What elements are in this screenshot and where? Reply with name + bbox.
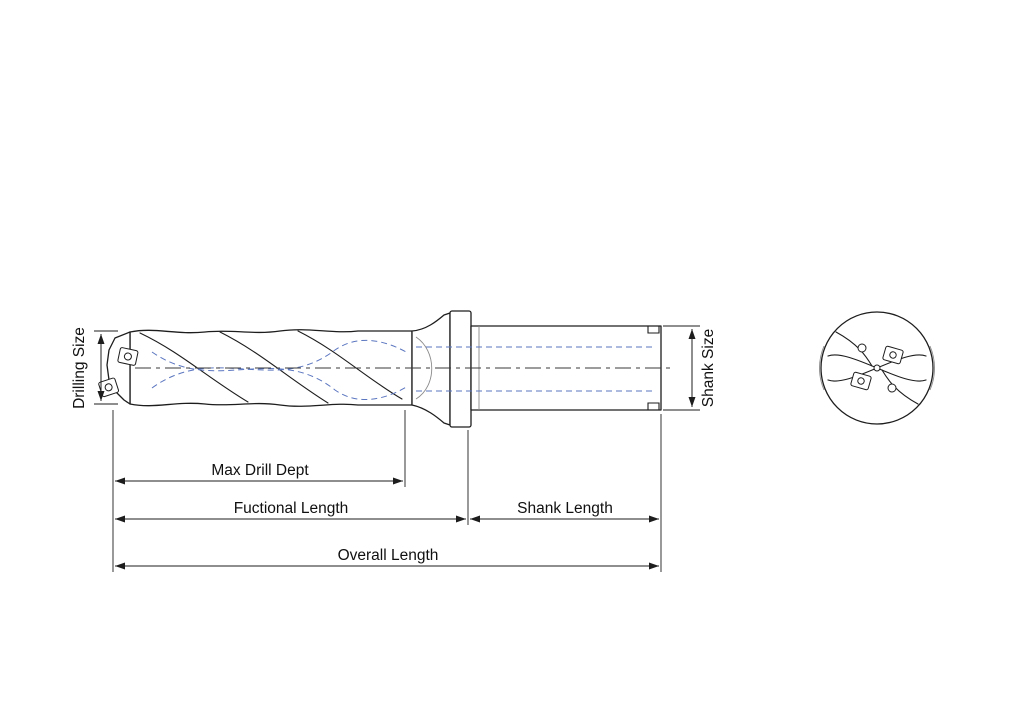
dimension-drilling-size: Drilling Size [71,327,118,409]
overall-length-label: Overall Length [338,547,439,564]
end-view-insert-1 [882,345,904,365]
coolant-hole-2 [887,383,897,393]
insert-outer [117,347,139,366]
clamp-notch-bottom [647,402,660,411]
coolant-hole-1 [857,343,867,353]
dimension-functional-length: Fuctional Length [115,500,466,523]
functional-length-label: Fuctional Length [234,500,349,517]
drill-tip [98,331,139,405]
drill-side-view [98,310,672,428]
drilling-size-label: Drilling Size [71,327,88,409]
drill-end-view [819,311,935,425]
center-hole [873,364,881,372]
clamp-notch-top [647,325,660,334]
dimension-shank-size: Shank Size [663,325,717,411]
shank-size-label: Shank Size [700,329,717,407]
max-drill-depth-label: Max Drill Dept [211,462,309,479]
end-view-insert-2 [850,371,872,391]
dimension-max-drill-depth: Max Drill Dept [115,462,403,485]
drill-flange [411,310,472,428]
collar-ring [449,310,472,428]
shank-length-label: Shank Length [517,500,613,517]
dimension-overall-length: Overall Length [115,547,659,570]
dimension-shank-length: Shank Length [470,500,659,523]
